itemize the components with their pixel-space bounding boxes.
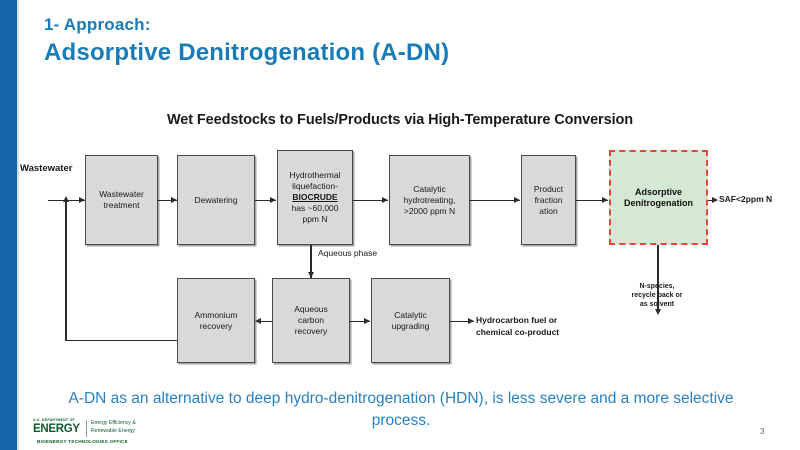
box-dewatering-label: Dewatering (194, 194, 238, 205)
caption-line-2: more selective process. (371, 390, 734, 429)
eere-label: Energy Efficiency & Renewable Energy (91, 420, 136, 435)
eere-line-2: Renewable Energy (91, 427, 135, 434)
adn-line-1: Adsorptive (634, 186, 682, 197)
caption-line-1: A-DN as an alternative to deep hydro-den… (68, 390, 630, 407)
eere-line-1: Energy Efficiency & (91, 420, 136, 426)
htl-line-2: liquefaction- (292, 181, 338, 191)
box-catalytic-upgrading-text: Catalytic upgrading (374, 310, 447, 332)
htl-line-4: has ~60,000 (291, 203, 339, 213)
connector-upgrading-to-hydrocarbon (450, 320, 474, 322)
aqueous-carbon-line-2: carbon (298, 315, 324, 325)
box-ammonium-recovery[interactable]: Ammonium recovery (177, 278, 255, 363)
arrowhead-upgrading-to-hydrocarbon (468, 317, 474, 324)
connector-aqueous-to-upgrading (350, 320, 370, 322)
arrowhead-adn-to-nspecies (654, 309, 661, 315)
arrowhead-hydrotreating-to-fractionation (514, 196, 520, 203)
left-accent-bar (0, 0, 17, 450)
hydrocarbon-line-2: chemical co-product (476, 327, 560, 337)
n-species-line-2: recycle back or (631, 292, 683, 299)
box-aqueous-carbon-text: Aqueous carbon recovery (275, 304, 347, 337)
process-flow-diagram: Wet Feedstocks to Fuels/Products via Hig… (0, 100, 800, 380)
fractionation-line-1: Product (533, 183, 564, 194)
box-catalytic-hydrotreating[interactable]: Catalytic hydrotreating, >2000 ppm N (389, 155, 470, 245)
arrowhead-aqueous-to-upgrading (364, 317, 370, 324)
connector-recycle-vertical (65, 200, 67, 341)
adn-line-2: Denitrogenation (624, 197, 693, 208)
box-adsorptive-denitrogenation[interactable]: Adsorptive Denitrogenation (609, 150, 708, 245)
connector-adn-to-nspecies (657, 245, 659, 313)
hydrocarbon-line-1: Hydrocarbon fuel or (476, 315, 558, 325)
label-aqueous-phase: Aqueous phase (318, 248, 378, 258)
htl-line-1: Hydrothermal (289, 170, 341, 180)
box-adn-text: Adsorptive Denitrogenation (613, 187, 704, 209)
box-hydrotreating-text: Catalytic hydrotreating, >2000 ppm N (392, 184, 467, 217)
n-species-line-1: N-species, (639, 283, 675, 290)
box-dewatering[interactable]: Dewatering (177, 155, 255, 245)
arrowhead-recycle-to-wwt (62, 196, 69, 202)
doe-logo-divider (86, 420, 87, 437)
connector-wwt-to-dewatering (158, 199, 177, 201)
hydrotreating-line-2: hydrotreating, (403, 194, 456, 205)
catalytic-upgrading-line-2: upgrading (391, 320, 430, 331)
hydrotreating-line-3: >2000 ppm N (403, 205, 456, 216)
slide-caption: A-DN as an alternative to deep hydro-den… (48, 388, 754, 432)
bioenergy-office-label: BIOENERGY TECHNOLOGIES OFFICE (37, 439, 128, 444)
connector-htl-to-aqueous (310, 245, 312, 278)
arrowhead-htl-to-aqueous (307, 272, 314, 278)
htl-line-5: ppm N (302, 214, 328, 224)
connector-dewatering-to-htl (255, 199, 276, 201)
label-saf-output: SAF<2ppm N (719, 194, 773, 204)
box-wastewater-treatment-label: Wastewater treatment (99, 189, 144, 210)
doe-energy-wordmark: ENERGY (33, 423, 80, 435)
hydrotreating-line-1: Catalytic (413, 183, 446, 194)
box-fractionation-text: Product fraction ation (524, 184, 573, 217)
fractionation-line-3: ation (539, 205, 558, 216)
arrowhead-htl-to-hydrotreating (382, 196, 388, 203)
left-accent-hairline (17, 0, 19, 450)
connector-fractionation-to-adn (576, 199, 608, 201)
arrowhead-fractionation-to-adn (602, 196, 608, 203)
box-wastewater-treatment[interactable]: Wastewater treatment (85, 155, 158, 245)
label-hydrocarbon-output: Hydrocarbon fuel or chemical co-product (476, 314, 616, 338)
connector-hydrotreating-to-fractionation (470, 199, 520, 201)
doe-department-label: U.S. DEPARTMENT OF (33, 418, 75, 422)
box-hydrothermal-liquefaction[interactable]: Hydrothermal liquefaction- BIOCRUDE has … (277, 150, 353, 245)
connector-htl-to-hydrotreating (353, 199, 388, 201)
box-aqueous-carbon-recovery[interactable]: Aqueous carbon recovery (272, 278, 350, 363)
connector-recycle-horizontal (65, 339, 177, 341)
arrowhead-wwt-to-dewatering (171, 196, 177, 203)
fractionation-line-2: fraction (534, 194, 563, 205)
title-line-2: Adsorptive Denitrogenation (A-DN) (44, 39, 450, 66)
box-ammonium-recovery-label: Ammonium recovery (194, 309, 238, 331)
n-species-line-3: as solvent (639, 301, 675, 308)
box-catalytic-upgrading[interactable]: Catalytic upgrading (371, 278, 450, 363)
box-htl-text: Hydrothermal liquefaction- BIOCRUDE has … (280, 170, 350, 225)
arrowhead-adn-to-saf (712, 196, 718, 203)
arrowhead-input-to-wwt (79, 196, 85, 203)
box-product-fractionation[interactable]: Product fraction ation (521, 155, 576, 245)
title-line-1: 1- Approach: (44, 15, 151, 34)
arrowhead-aqueous-to-ammonium (255, 317, 261, 324)
aqueous-carbon-line-3: recovery (294, 326, 328, 336)
catalytic-upgrading-line-1: Catalytic (394, 309, 427, 320)
input-label-wastewater: Wastewater (20, 163, 73, 174)
slide-number: 3 (760, 427, 765, 436)
arrowhead-dewatering-to-htl (270, 196, 276, 203)
page-title: 1- Approach: Adsorptive Denitrogenation … (44, 14, 744, 67)
diagram-title: Wet Feedstocks to Fuels/Products via Hig… (166, 112, 634, 128)
htl-line-3-biocrude: BIOCRUDE (292, 192, 338, 202)
label-n-species: N-species, recycle back or as solvent (607, 282, 707, 309)
connector-aqueous-to-ammonium (259, 320, 272, 322)
aqueous-carbon-line-1: Aqueous (294, 304, 328, 314)
doe-logo: U.S. DEPARTMENT OF ENERGY Energy Efficie… (33, 418, 233, 446)
